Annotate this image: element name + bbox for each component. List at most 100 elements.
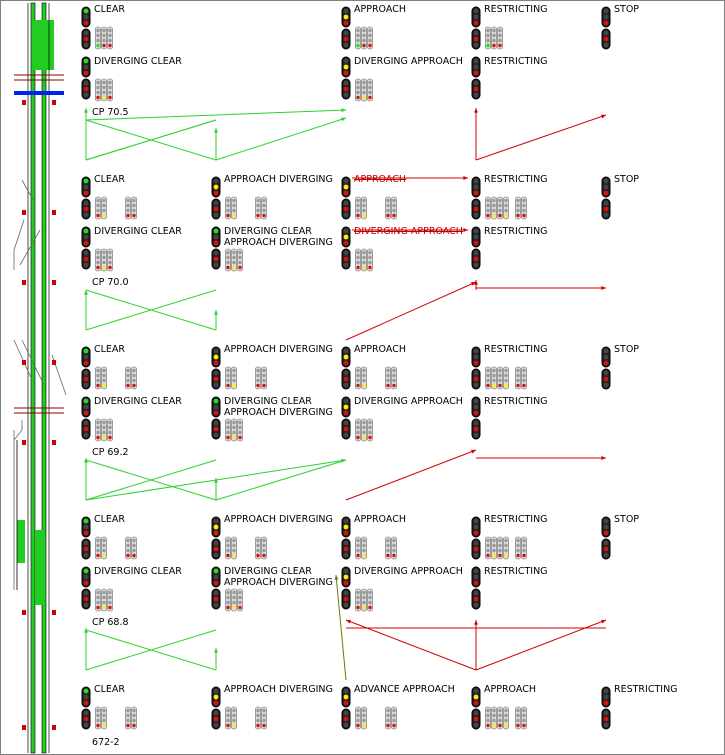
signal-head-top: [601, 6, 611, 28]
aux-head: [515, 366, 521, 390]
aspect-label-bottom: DIVERGING CLEAR: [94, 56, 182, 67]
signal-head-lower: [601, 538, 611, 560]
aux-head: [385, 196, 391, 220]
aux-head: [355, 366, 361, 390]
signal-head-top: [211, 346, 221, 368]
aux-head: [237, 588, 243, 612]
aux-head: [125, 706, 131, 730]
aspect-label-top: STOP: [614, 344, 640, 355]
aux-head: [231, 418, 237, 442]
aspect-label-top: CLEAR: [94, 514, 126, 525]
signal-head-bottom-top: [341, 226, 351, 248]
aux-head: [125, 536, 131, 560]
aux-head: [361, 418, 367, 442]
aux-head: [95, 588, 101, 612]
signal-head-top: [601, 516, 611, 538]
signal-head-lower: [341, 198, 351, 220]
signal-head-bottom-lower: [471, 78, 481, 100]
aux-head: [107, 248, 113, 272]
aux-head: [385, 706, 391, 730]
aux-head: [125, 366, 131, 390]
aux-head: [515, 536, 521, 560]
aux-head: [361, 196, 367, 220]
aspect-label-bottom: DIVERGING APPROACH: [354, 56, 463, 67]
aux-head: [101, 78, 107, 102]
aspect-label-top: CLEAR: [94, 344, 126, 355]
signal-head-bottom-lower: [81, 418, 91, 440]
aux-head: [225, 366, 231, 390]
aux-head: [107, 26, 113, 50]
track-signal-markers: [22, 100, 56, 730]
aux-head: [101, 248, 107, 272]
aux-head: [391, 706, 397, 730]
aux-head: [101, 588, 107, 612]
signal-head-top: [471, 516, 481, 538]
signal-head-lower: [81, 708, 91, 730]
signal-head-top: [81, 346, 91, 368]
signal-head-lower: [471, 368, 481, 390]
aux-head: [261, 366, 267, 390]
aspect-label-top: RESTRICTING: [484, 174, 548, 185]
route-lines: [84, 108, 607, 681]
aux-head: [261, 706, 267, 730]
signal-head-bottom-top: [341, 396, 351, 418]
aux-head: [255, 366, 261, 390]
aux-head: [355, 588, 361, 612]
signal-head-top: [341, 346, 351, 368]
signal-head-top: [341, 6, 351, 28]
aux-head: [367, 588, 373, 612]
control-point-label: CP 70.0: [92, 277, 129, 288]
signal-head-top: [341, 176, 351, 198]
aux-head: [125, 196, 131, 220]
aspect-label-bottom: DIVERGING APPROACH: [354, 566, 463, 577]
aux-head: [361, 588, 367, 612]
signal-head-bottom-lower: [211, 588, 221, 610]
signal-head-lower: [211, 538, 221, 560]
aux-head: [355, 26, 361, 50]
signal-head-bottom-lower: [211, 248, 221, 270]
signal-head-bottom-top: [211, 226, 221, 248]
aux-head: [225, 706, 231, 730]
signal-head-lower: [81, 198, 91, 220]
aux-head: [361, 78, 367, 102]
signal-head-top: [601, 176, 611, 198]
aux-head: [515, 706, 521, 730]
aux-head: [491, 196, 497, 220]
aspect-label-top: CLEAR: [94, 4, 126, 15]
blue-bar: [14, 91, 64, 95]
aux-head: [95, 248, 101, 272]
aspect-label-bottom: DIVERGING CLEAR: [94, 566, 182, 577]
signal-head-top: [211, 176, 221, 198]
aux-head: [361, 248, 367, 272]
aspect-label-top: APPROACH DIVERGING: [224, 344, 333, 355]
aux-head: [231, 366, 237, 390]
aux-head: [237, 248, 243, 272]
aux-head: [95, 26, 101, 50]
signal-head-bottom-lower: [211, 418, 221, 440]
signal-head-top: [81, 6, 91, 28]
signal-head-top: [211, 516, 221, 538]
aspect-label-bottom: RESTRICTING: [484, 226, 548, 237]
aspect-label-bottom: DIVERGING APPROACH: [354, 396, 463, 407]
aux-head: [497, 536, 503, 560]
signal-head-lower: [81, 28, 91, 50]
signal-head-bottom-lower: [341, 248, 351, 270]
aux-head: [361, 26, 367, 50]
aspect-label-bottom: RESTRICTING: [484, 566, 548, 577]
aspect-label-bottom: RESTRICTING: [484, 56, 548, 67]
aspect-label-top: RESTRICTING: [614, 684, 678, 695]
aux-head: [225, 196, 231, 220]
aux-head: [131, 706, 137, 730]
aspect-label-bottom: DIVERGING CLEAR APPROACH DIVERGING: [224, 396, 333, 418]
signal-head-top: [211, 686, 221, 708]
aspect-label-top: APPROACH: [354, 4, 406, 15]
signal-head-lower: [341, 28, 351, 50]
aux-head: [355, 418, 361, 442]
signal-head-lower: [341, 538, 351, 560]
aux-head: [255, 196, 261, 220]
signal-head-bottom-lower: [471, 418, 481, 440]
aux-head: [231, 248, 237, 272]
aux-head: [497, 366, 503, 390]
aspect-label-top: CLEAR: [94, 684, 126, 695]
